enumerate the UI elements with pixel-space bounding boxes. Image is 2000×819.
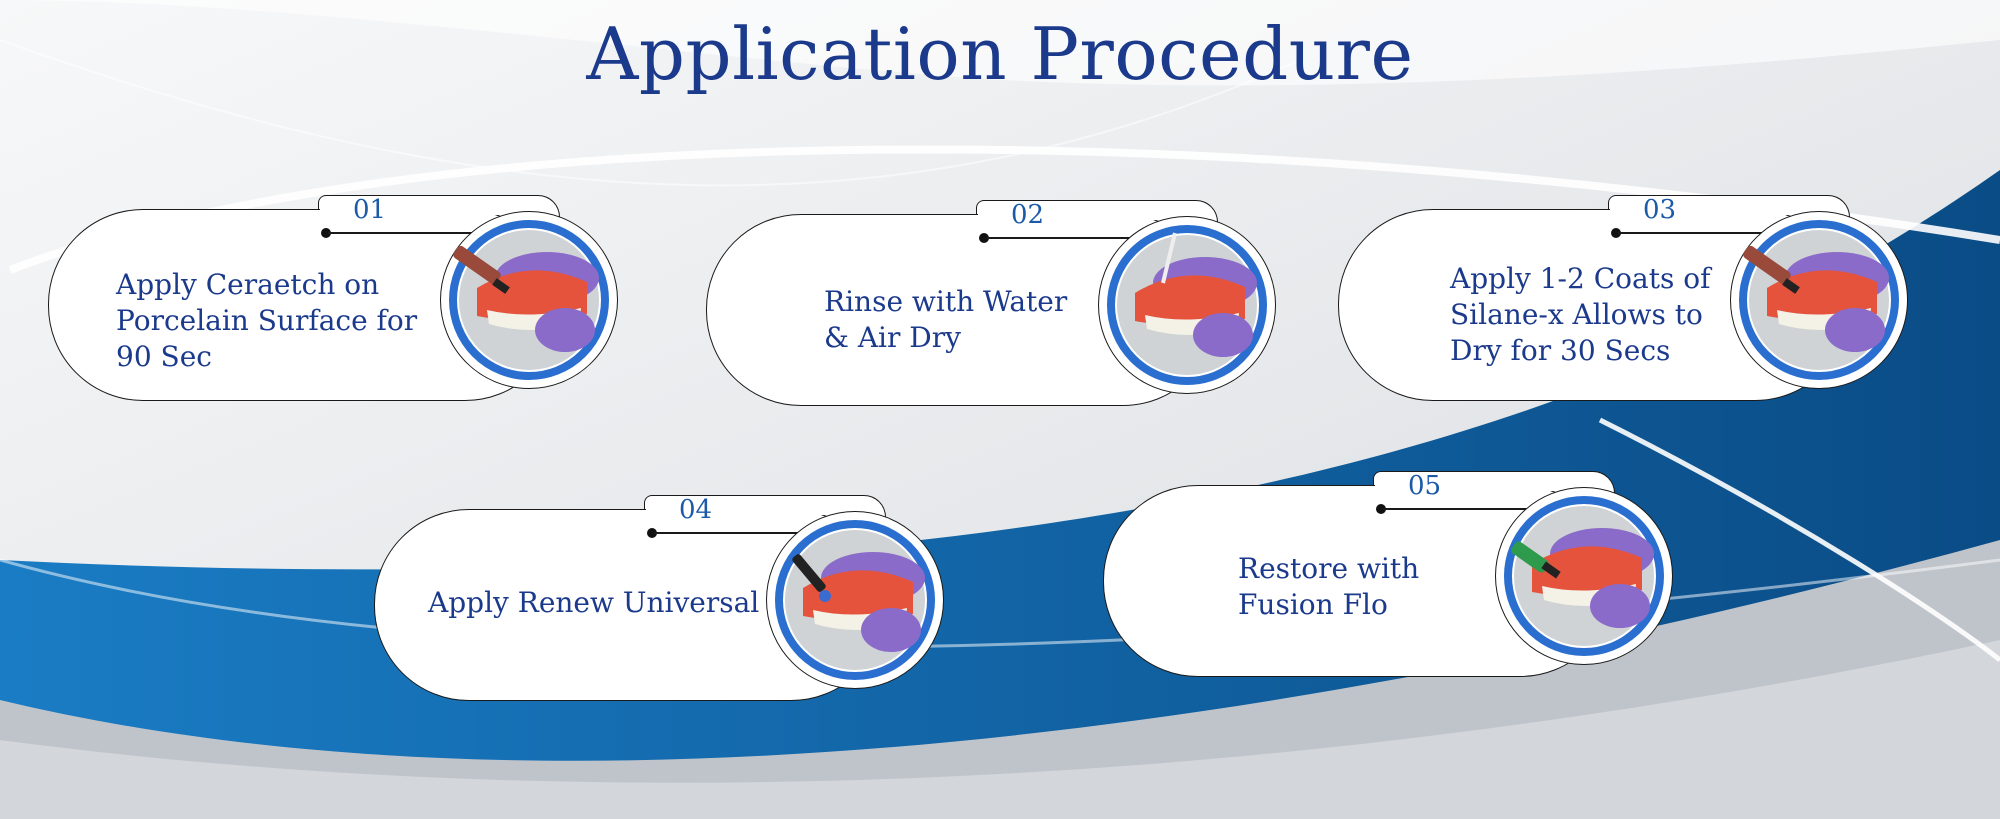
step-number: 01	[353, 195, 387, 225]
step-marker-dot	[1611, 228, 1621, 238]
step-marker-line	[654, 532, 834, 534]
step-marker-dot	[647, 528, 657, 538]
step-number: 04	[679, 495, 713, 525]
step-description-line: Apply Renew Universal	[428, 586, 760, 619]
step-number: 05	[1408, 471, 1442, 501]
step-number: 03	[1643, 195, 1677, 225]
page-title: Application Procedure	[586, 12, 1414, 96]
step-marker-line	[328, 232, 508, 234]
step-description-line: Dry for 30 Secs	[1450, 334, 1671, 367]
step-number: 02	[1011, 200, 1045, 230]
step-description-line: Apply 1-2 Coats of	[1450, 262, 1711, 295]
step-description-line: Apply Ceraetch on	[116, 268, 380, 301]
dental-model-air-dry-image	[1098, 216, 1276, 394]
step-description-line: & Air Dry	[824, 321, 961, 354]
dental-model-syringe-image	[440, 211, 618, 389]
dental-model-syringe-image	[1730, 211, 1908, 389]
step-description: Rinse with Water& Air Dry	[824, 284, 1067, 356]
step-marker-line	[1618, 232, 1798, 234]
step-description-line: Restore with	[1238, 552, 1420, 585]
step-description-line: Silane-x Allows to	[1450, 298, 1703, 331]
dental-model-brush-image	[766, 511, 944, 689]
dental-model-green-syringe-image	[1495, 487, 1673, 665]
step-marker-line	[1383, 508, 1563, 510]
step-description-line: Fusion Flo	[1238, 588, 1388, 621]
step-description-line: Rinse with Water	[824, 285, 1068, 318]
step-description-line: 90 Sec	[116, 340, 212, 373]
step-marker-dot	[321, 228, 331, 238]
step-marker-line	[986, 237, 1166, 239]
step-marker-dot	[1376, 504, 1386, 514]
step-description-line: Porcelain Surface for	[116, 304, 418, 337]
step-description: Apply Renew Universal	[428, 585, 759, 621]
step-marker-dot	[979, 233, 989, 243]
